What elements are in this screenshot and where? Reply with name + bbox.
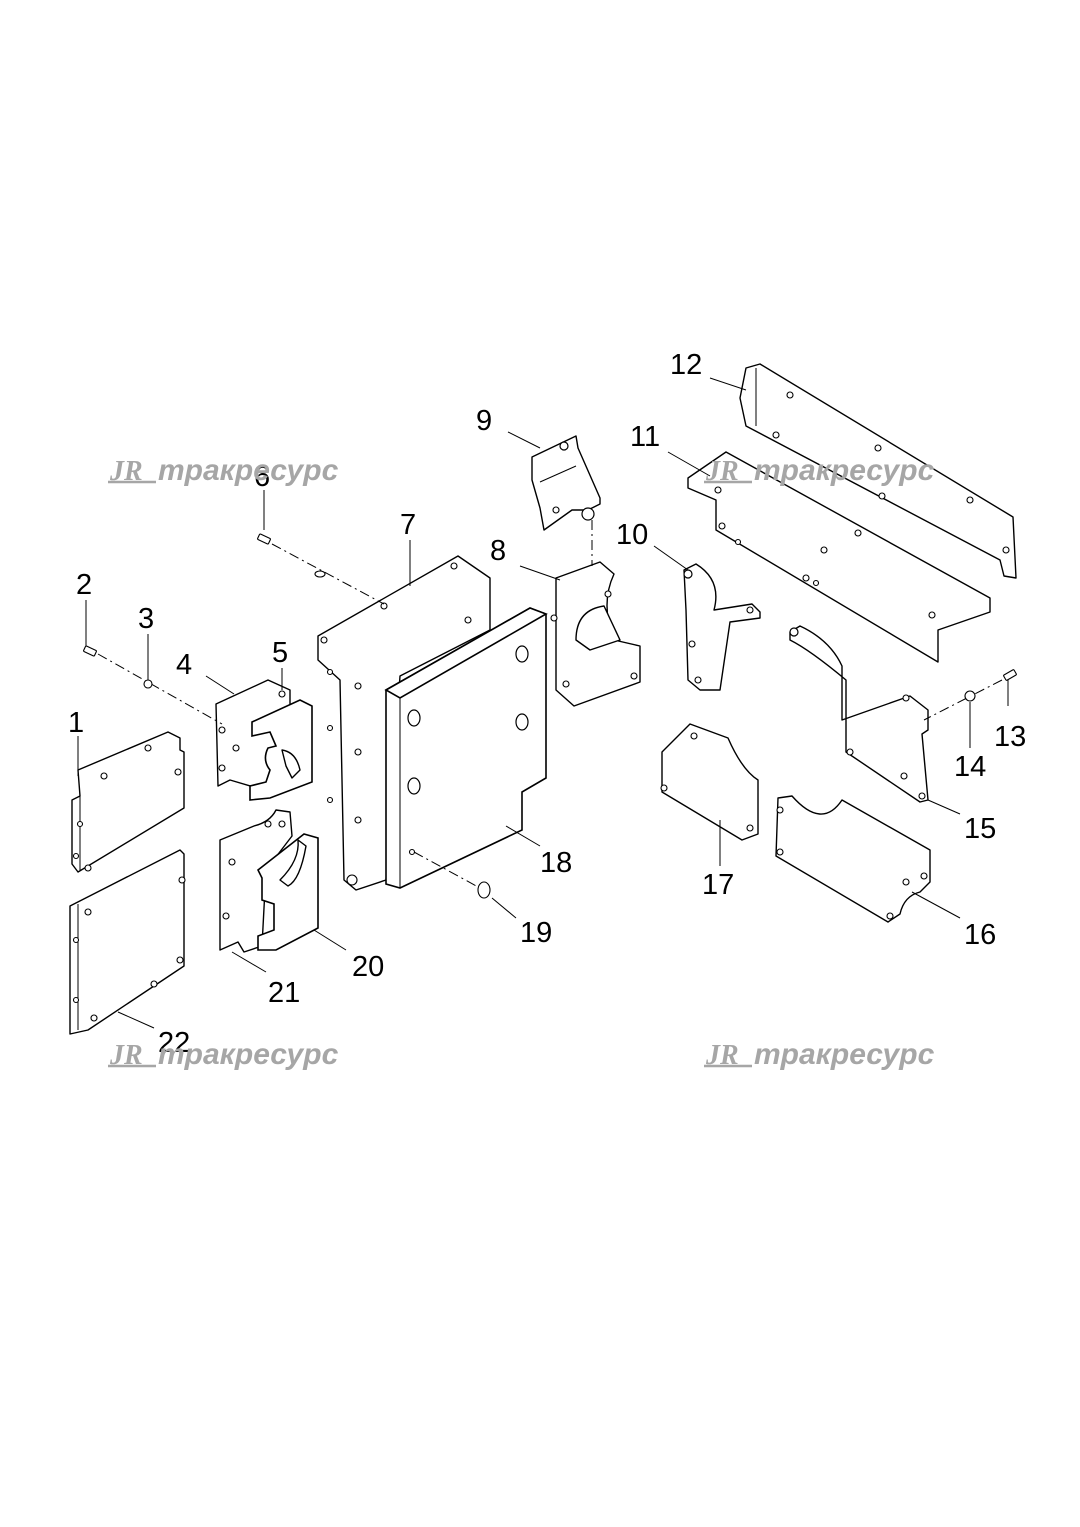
callout-9: 9 bbox=[476, 405, 492, 437]
part-9-bracket bbox=[531, 435, 601, 531]
watermark-text: тракресурс bbox=[754, 454, 935, 487]
callout-1: 1 bbox=[68, 707, 84, 739]
part-16-panel bbox=[775, 795, 931, 923]
fastener-2-bolt bbox=[83, 645, 223, 725]
callout-5: 5 bbox=[272, 637, 288, 669]
part-1-plate bbox=[71, 731, 185, 873]
callout-3: 3 bbox=[138, 603, 154, 635]
watermark-text: тракресурс bbox=[158, 1038, 339, 1071]
part-17-panel bbox=[660, 723, 759, 841]
fastener-19-washer bbox=[413, 851, 491, 899]
callout-20: 20 bbox=[352, 951, 384, 983]
callout-7: 7 bbox=[400, 509, 416, 541]
part-8-plate bbox=[550, 561, 641, 707]
callout-4: 4 bbox=[176, 649, 192, 681]
callout-18: 18 bbox=[540, 847, 572, 879]
part-15-panel bbox=[789, 625, 929, 803]
callout-13: 13 bbox=[994, 721, 1026, 753]
callout-labels: 1 2 3 4 5 6 7 8 9 10 11 12 13 14 15 16 1… bbox=[68, 349, 1026, 1059]
callout-2: 2 bbox=[76, 569, 92, 601]
fastener-6-bolt bbox=[257, 533, 385, 605]
callout-6: 6 bbox=[254, 461, 270, 493]
watermark-bottom-left: JR тракресурс bbox=[108, 1038, 339, 1071]
callout-21: 21 bbox=[268, 977, 300, 1009]
callout-10: 10 bbox=[616, 519, 648, 551]
watermark-text: тракресурс bbox=[158, 454, 339, 487]
part-18-plate bbox=[384, 607, 548, 889]
part-10-bracket bbox=[683, 563, 761, 691]
callout-15: 15 bbox=[964, 813, 996, 845]
callout-8: 8 bbox=[490, 535, 506, 567]
part-20-block bbox=[256, 833, 319, 951]
callout-17: 17 bbox=[702, 869, 734, 901]
callout-22: 22 bbox=[158, 1027, 190, 1059]
watermark-top-left: JR тракресурс bbox=[108, 454, 339, 487]
part-11-panel bbox=[687, 451, 991, 663]
callout-14: 14 bbox=[954, 751, 986, 783]
part-22-plate bbox=[69, 849, 186, 1035]
callout-12: 12 bbox=[670, 349, 702, 381]
part-12-panel bbox=[739, 363, 1017, 579]
leader-lines bbox=[77, 377, 1009, 1029]
part-21-plate bbox=[219, 809, 293, 953]
fastener-13-bolt bbox=[923, 669, 1017, 721]
callout-19: 19 bbox=[520, 917, 552, 949]
callout-16: 16 bbox=[964, 919, 996, 951]
callout-11: 11 bbox=[630, 421, 660, 453]
watermark-text: тракресурс bbox=[754, 1038, 935, 1071]
watermark-top-right: JR тракресурс bbox=[704, 454, 935, 487]
part-5-block bbox=[249, 690, 313, 801]
watermark-bottom-right: JR тракресурс bbox=[704, 1038, 935, 1071]
